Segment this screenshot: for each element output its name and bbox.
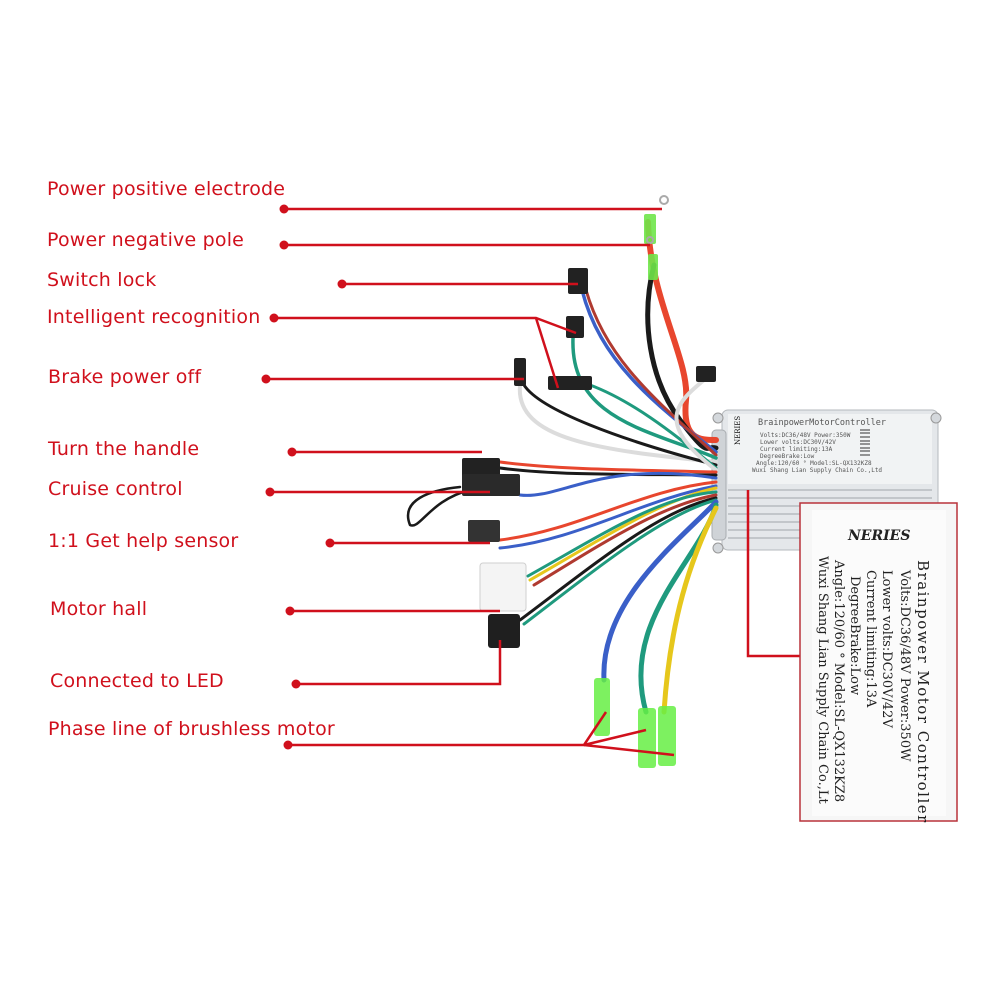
controller-line: Volts:DC36/48V Power:350W [760,432,851,439]
leader-phase-line [288,711,608,747]
controller-line: Angle:120/60 ° Model:SL-QX132KZ8 [756,460,872,467]
wire-bundle [406,219,719,715]
phase-terminal-green [638,708,656,768]
wire-phase-yellow [661,505,719,715]
inset-brand-logo: NERIES [848,528,911,544]
leader-phase-line-2 [583,728,647,747]
inset-line: Volts:DC36/48V Power:350W [897,570,912,762]
label-power-negative-pole: Power negative pole [47,229,245,251]
wire-switch-red [584,288,718,457]
inset-line: Angle:120/60 ° Model:SL-QX132KZ8 [831,560,846,803]
leader-dots [261,204,347,750]
controller-line: Wuxi Shang Lian Supply Chain Co.,Ltd [752,467,882,474]
handle-connector [462,458,500,478]
wire-phase-blue [601,499,719,683]
wire-handle-red [498,460,718,474]
recognition-connector [566,316,584,338]
phase-terminal-blue [594,678,610,736]
label-motor-hall: Motor hall [50,598,148,620]
inset-title: Brainpower Motor Controller [914,560,932,824]
inset-line: Current limiting:13A [863,570,878,708]
label-turn-the-handle: Turn the handle [48,438,200,460]
wire-sensor-blue [498,484,718,550]
led-connector [488,614,520,648]
label-switch-lock: Switch lock [47,269,157,291]
leader-lines [266,207,800,757]
leader-connected-led [296,640,502,686]
wire-sensor-red [498,480,718,542]
wire-hall-green [526,490,718,578]
controller-line: Current limiting:13A [760,446,833,453]
wire-led-black [518,496,718,622]
controller-brand: NERIES [734,416,742,445]
leader-inset [746,490,800,658]
leader-phase-line-3 [583,743,675,757]
hall-connector [479,562,527,612]
label-phase-line: Phase line of brushless motor [48,718,335,740]
cruise-connector [462,474,520,496]
positive-terminal [644,214,656,244]
spare-connector [696,366,716,382]
inset-line: Lower volts:DC30V/42V [879,570,894,728]
leader-intelligent-recognition [274,316,577,335]
controller-title: BrainpowerMotorController [758,418,886,428]
label-connected-to-led: Connected to LED [50,670,224,692]
inset-line: Wuxi Shang Lian Supply Chain Co.,Lt [815,556,830,804]
label-inset [799,502,958,822]
switch-lock-connector [568,268,588,294]
sensor-connector [468,520,500,542]
label-help-sensor: 1:1 Get help sensor [48,530,239,552]
label-intelligent-recognition: Intelligent recognition [47,306,261,328]
wire-brake-white [517,383,718,464]
inset-line: DegreeBrake:Low [847,576,862,696]
wire-power-positive [645,219,719,443]
wire-hall-red [532,493,718,587]
wire-cruise-blue [518,471,718,497]
wire-white-loop [674,373,718,472]
barcode-icon [860,429,870,456]
recognition-connector-2 [548,376,592,390]
label-power-positive-electrode: Power positive electrode [47,178,286,200]
controller-line: Lower volts:DC30V/42V [760,439,836,446]
label-cruise-control: Cruise control [48,478,183,500]
label-brake-power-off: Brake power off [48,366,202,388]
wire-led-green [522,498,718,626]
brake-connector [514,358,526,386]
phase-terminal-yellow [658,706,676,766]
wire-brake-black [522,383,718,467]
controller-line: DegreeBrake:Low [760,453,815,460]
negative-terminal [648,254,658,280]
leader-intelligent-recognition-2 [534,317,560,389]
